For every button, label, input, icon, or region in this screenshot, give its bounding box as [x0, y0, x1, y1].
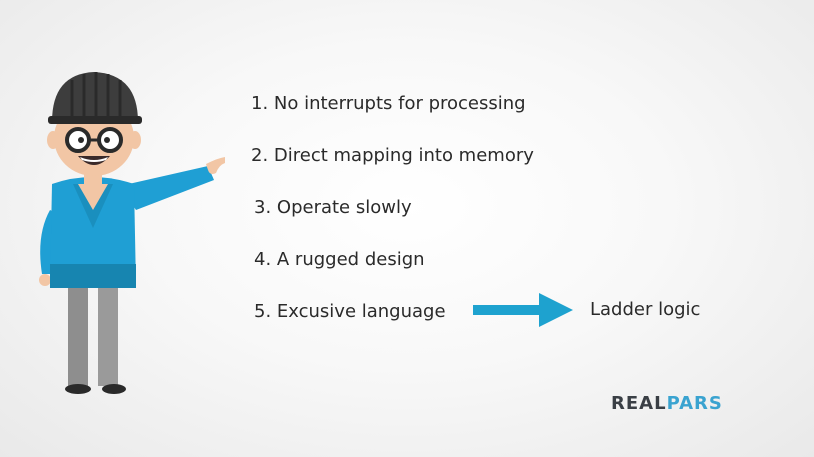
list-item-5: 5. Excusive language	[254, 301, 446, 322]
list-item-3: 3. Operate slowly	[254, 197, 412, 218]
logo-part-pars: PARS	[666, 393, 723, 414]
arrow-right-icon	[473, 293, 573, 327]
list-item-4: 4. A rugged design	[254, 249, 425, 270]
arrow-target-label: Ladder logic	[590, 299, 701, 320]
list-item-1: 1. No interrupts for processing	[251, 93, 526, 114]
list-item-2: 2. Direct mapping into memory	[251, 145, 534, 166]
character-illustration	[39, 72, 225, 394]
logo-part-real: REAL	[611, 393, 667, 414]
brand-logo: REALPARS	[611, 393, 723, 414]
